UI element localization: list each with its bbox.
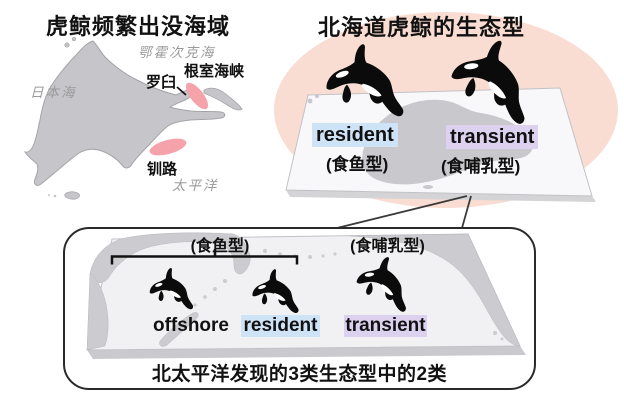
aleutian-island: [278, 252, 282, 256]
orca-icon: [314, 34, 413, 131]
sea-japan-label: 日本海: [30, 85, 77, 100]
nemuro-strait-label: 根室海峡: [184, 63, 245, 80]
fish-eater-bracket: [110, 249, 299, 265]
kuril-island: [193, 303, 197, 307]
transient-ecotype-sub: (食哺乳型): [441, 157, 521, 176]
left-map-title: 虎鲸频繁出没海域: [46, 14, 231, 39]
mammal-eater-group-label: (食哺乳型): [350, 238, 425, 255]
kuril-island: [223, 279, 227, 283]
rausu-pointer-line: [176, 86, 187, 96]
resident-ecotype-sub: (食鱼型): [326, 155, 389, 174]
offshore-ecotype-label: offshore: [153, 315, 229, 336]
kunashiri-island: [203, 87, 243, 111]
hokkaido-map: [23, 36, 243, 200]
small-island: [71, 36, 77, 42]
small-island: [48, 194, 50, 196]
islet: [315, 94, 319, 98]
fish-eater-group-label: (食鱼型): [190, 238, 250, 255]
small-island: [64, 191, 80, 200]
kushiro-label: 钏路: [147, 161, 178, 178]
coastal-island: [500, 337, 504, 341]
aleutian-island: [308, 255, 312, 259]
whale-area-kushiro: [149, 138, 187, 156]
coastal-island: [493, 331, 497, 335]
aleutian-island: [333, 252, 337, 256]
alaska-north-america-land: [349, 233, 521, 347]
resident-ecotype-label: resident: [312, 123, 398, 147]
pacific-label: 太平洋: [172, 178, 219, 193]
islet: [423, 185, 433, 189]
small-island: [64, 42, 70, 48]
coastal-strip-left: [86, 272, 109, 351]
ecotype-title: 北海道虎鲸的生态型: [318, 15, 526, 40]
transient-ecotype-label: transient: [446, 125, 539, 149]
islet: [379, 174, 387, 180]
resident-ecotype-label: resident: [241, 315, 320, 337]
sea-okhotsk-label: 鄂霍次克海: [138, 45, 216, 60]
transient-ecotype-label: transient: [344, 315, 427, 337]
orca-icon: [244, 265, 305, 320]
islet: [307, 98, 313, 104]
aleutian-island: [321, 254, 325, 258]
box-caption: 北太平洋发现的3类生态型中的2类: [151, 364, 448, 385]
kuril-island: [213, 287, 217, 291]
small-island: [53, 194, 57, 198]
aleutian-island: [263, 249, 267, 253]
whale-area-nemuro-strait: [185, 82, 209, 110]
rausu-label: 罗臼: [146, 74, 177, 91]
pacific-ecotypes-box: (食鱼型) (食哺乳型) offshore resident transient…: [63, 227, 536, 390]
kuril-island: [203, 295, 207, 299]
orca-icon: [142, 264, 199, 315]
siberia-kamchatka-land: [89, 232, 251, 283]
japan-arc: [159, 312, 199, 347]
orca-icon: [346, 251, 419, 316]
